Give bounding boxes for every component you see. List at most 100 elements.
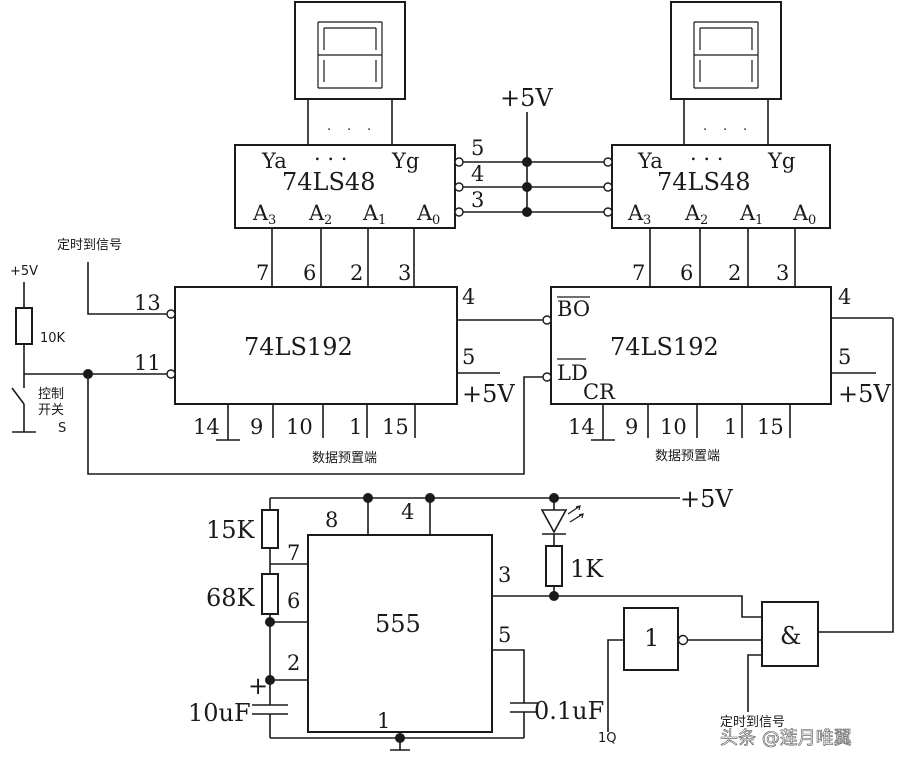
svg-text:1: 1 [377,709,390,733]
svg-text:0: 0 [432,213,440,228]
watermark-text: 头条 @莲月唯翼 [720,728,852,749]
c1-plus: + [248,672,268,700]
decoder-pin-3: 3 [471,188,484,212]
counter-left-vcc: +5V [462,380,515,408]
decoder-pin-5: 5 [471,136,484,160]
svg-text:1: 1 [755,213,763,228]
svg-text:A: A [684,201,701,225]
svg-text:6: 6 [680,261,693,285]
counter-right-cr: CR [583,380,616,404]
bcd-lines [271,228,796,287]
svg-text:5: 5 [498,623,511,647]
counter-left: 74LS192 7 6 2 3 4 5 13 11 +5V 14 9 10 1 … [134,261,543,466]
led-resistor-label: 1K [570,555,604,583]
svg-text:1: 1 [378,213,386,228]
svg-text:4: 4 [462,285,475,309]
inverter-input-label: 1Q [598,731,617,746]
svg-text:11: 11 [134,351,161,375]
svg-text:5: 5 [462,345,475,369]
decoder-left-dots: . . . [314,141,347,165]
r2-label: 68K [206,584,256,612]
svg-text:A: A [416,201,433,225]
svg-text:10: 10 [660,415,687,439]
svg-text:1: 1 [724,415,737,439]
decoder-left-ya: Ya [261,149,287,173]
and-gate-label: & [780,622,801,650]
svg-text:1: 1 [349,415,362,439]
inverter-gate [623,607,679,671]
timer-555-chip: 555 [375,610,421,638]
svg-text:.: . [743,119,747,134]
and-gate [761,601,819,667]
svg-text:4: 4 [401,500,414,524]
r1-label: 15K [206,516,256,544]
svg-text:2: 2 [350,261,363,285]
svg-text:15: 15 [757,415,784,439]
decoder-left-yg: Yg [391,149,419,173]
svg-text:7: 7 [287,541,300,565]
svg-text:9: 9 [250,415,263,439]
svg-text:2: 2 [728,261,741,285]
counter-right: 74LS192 7 6 2 3 BO LD CR 4 5 +5V 14 9 10… [542,261,893,464]
display-right: ... [670,1,782,145]
display-left: ... [294,1,406,145]
svg-text:A: A [627,201,644,225]
decoder-bus: +5V 5 4 3 [463,84,604,217]
svg-text:.: . [347,119,351,134]
resistor-15k [261,509,279,549]
supply-top-label: +5V [500,84,553,112]
decoder-right-chip: 74LS48 [657,168,750,196]
svg-text:9: 9 [625,415,638,439]
decoder-right-dots: . . . [690,141,723,165]
svg-text:6: 6 [287,589,300,613]
svg-text:3: 3 [643,213,651,228]
counter-right-bo: BO [557,297,590,321]
svg-text:13: 13 [134,291,161,315]
resistor-1k [545,545,563,587]
svg-text:8: 8 [325,508,338,532]
svg-text:7: 7 [256,261,269,285]
c1-label: 10uF [188,699,251,727]
timer-555: 555 8 4 7 6 2 3 5 1 +5V 15K 68K + 10 [188,485,762,751]
switch-label-2: 开关 [38,403,64,418]
counter-right-vcc: +5V [838,380,891,408]
svg-text:.: . [367,119,371,134]
timer-signal-bottom: 定时到信号 [720,715,785,730]
counter-right-ld: LD [557,361,588,385]
logic-section: 1 1Q & 定时到信号 [598,318,894,746]
timer-signal-left: 定时到信号 [57,238,122,253]
svg-text:0: 0 [808,213,816,228]
svg-text:5: 5 [838,345,851,369]
inverter-label: 1 [644,624,659,652]
svg-text:A: A [792,201,809,225]
svg-text:4: 4 [838,285,851,309]
svg-text:A: A [252,201,269,225]
watermark: 头条 @莲月唯翼 [720,728,852,750]
svg-text:6: 6 [303,261,316,285]
decoder-right-ya: Ya [637,149,663,173]
counter-left-chip: 74LS192 [244,333,353,361]
counter-left-preset-label: 数据预置端 [312,451,377,466]
resistor-68k [261,573,279,615]
c2-label: 0.1uF [534,697,604,725]
decoder-left-chip: 74LS48 [282,168,375,196]
svg-text:.: . [703,119,707,134]
svg-text:7: 7 [632,261,645,285]
svg-text:A: A [739,201,756,225]
svg-text:14: 14 [568,415,595,439]
svg-text:A: A [362,201,379,225]
svg-text:2: 2 [324,213,332,228]
resistor-10k [15,307,33,345]
timer-vcc: +5V [680,485,733,513]
svg-text:3: 3 [398,261,411,285]
switch-label-1: 控制 [38,387,64,402]
switch-section: 定时到信号 +5V 10K 控制 开关 S [10,238,543,475]
svg-text:15: 15 [382,415,409,439]
resistor-10k-label: 10K [40,331,66,346]
svg-text:2: 2 [700,213,708,228]
svg-text:.: . [327,119,331,134]
svg-text:14: 14 [193,415,220,439]
svg-text:.: . [723,119,727,134]
